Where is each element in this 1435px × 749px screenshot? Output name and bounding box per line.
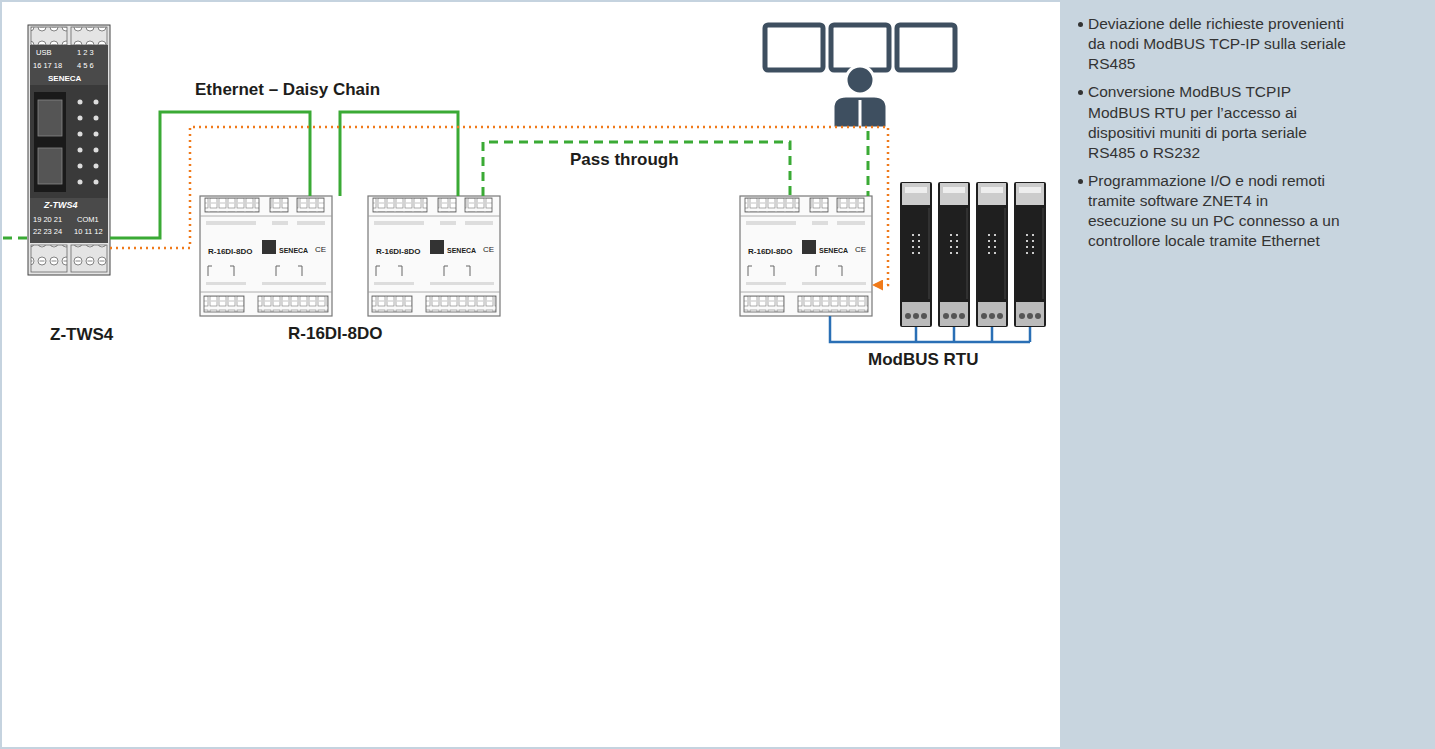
gateway-illustration-part: [71, 27, 107, 45]
slim-module: [1014, 182, 1046, 327]
gateway-illustration-part: [94, 116, 99, 121]
gateway-illustration-part: [31, 245, 67, 272]
terminal-label: 4 5 6: [77, 62, 94, 71]
gateway-illustration-part: [94, 148, 99, 153]
gateway-illustration-part: [78, 164, 83, 169]
io-module: R-16DI-8DO SENECA CE: [368, 196, 500, 316]
face-label: R-16DI-8DO: [208, 247, 252, 256]
rs485-bus: [830, 316, 1030, 342]
face-label: SENECA: [819, 247, 848, 255]
face-label: R-16DI-8DO: [376, 247, 420, 256]
connector: [110, 127, 888, 285]
io-module: R-16DI-8DO SENECA CE: [200, 196, 332, 316]
gateway-illustration-part: [38, 100, 62, 136]
slim-module: [976, 182, 1008, 327]
connector-label: Pass through: [568, 150, 681, 170]
bullet-text: Programmazione I/O e nodi remoti tramite…: [1088, 171, 1350, 252]
connector: [340, 112, 458, 196]
gateway-illustration-part: [30, 45, 108, 85]
network-label: Ethernet – Daisy Chain: [195, 80, 380, 100]
slim-module: [938, 182, 970, 327]
port-label: COM1: [77, 216, 99, 225]
connector: [483, 142, 790, 196]
slim-module: [900, 182, 932, 327]
terminal-label: 22 23 24: [33, 228, 62, 237]
face-label: CE: [315, 245, 326, 254]
io-module: R-16DI-8DO SENECA CE: [740, 196, 872, 316]
pc-operator-icon-part: [831, 25, 889, 70]
terminal-label: 19 20 21: [33, 216, 62, 225]
gateway-illustration-part: [30, 85, 108, 198]
gateway-illustration-part: [38, 148, 62, 184]
pc-operator-icon-part: [765, 25, 823, 70]
face-label: SENECA: [279, 247, 308, 255]
gateway-illustration-part: [28, 25, 110, 275]
face-label: R-16DI-8DO: [748, 247, 792, 256]
gateway-illustration-part: [78, 148, 83, 153]
pc-operator-icon-part: [846, 66, 874, 94]
brand-label: SENECA: [48, 74, 81, 83]
feature-panel: Deviazione delle richieste provenienti d…: [1060, 0, 1435, 749]
terminal-label: 1 2 3: [77, 49, 94, 58]
ethernet-link: [867, 131, 870, 196]
gateway-illustration-part: [94, 180, 99, 185]
gateway-illustration-part: [94, 164, 99, 169]
gateway-illustration-part: [78, 116, 83, 121]
pc-operator-icon-part: [859, 100, 862, 127]
bullet-text: Deviazione delle richieste provenienti d…: [1088, 14, 1350, 74]
gateway-illustration-part: [71, 245, 107, 272]
device-label: Z-TWS4: [50, 325, 113, 345]
pc-operator-icon-part: [833, 96, 887, 128]
gateway-illustration: [28, 25, 110, 275]
terminal-label: 10 11 12: [74, 228, 103, 237]
gateway-illustration-part: [78, 132, 83, 137]
terminal-label: 16 17 18: [33, 62, 62, 71]
module-illustration: [368, 196, 500, 316]
gateway-illustration-part: [30, 198, 108, 243]
ethernet-link: [3, 237, 28, 240]
pc-operator-icon-part: [897, 25, 955, 70]
gateway-illustration-part: [94, 132, 99, 137]
face-label: SENECA: [447, 247, 476, 255]
module-illustration: [740, 196, 872, 316]
gateway-illustration-part: [31, 27, 67, 45]
bus-label: ModBUS RTU: [868, 350, 978, 370]
gateway-illustration-part: [78, 180, 83, 185]
face-label: CE: [483, 245, 494, 254]
face-label: CE: [855, 245, 866, 254]
connector: [110, 112, 310, 238]
gateway-illustration-part: [78, 100, 83, 105]
bullet-text: Conversione ModBUS TCPIP ModBUS RTU per …: [1088, 82, 1350, 163]
module-illustration: [200, 196, 332, 316]
device-label: R-16DI-8DO: [288, 324, 382, 344]
gateway-illustration-part: [94, 100, 99, 105]
terminal-label: USB: [36, 49, 51, 58]
pc-operator-icon: [765, 25, 955, 128]
gateway-illustration-part: [34, 92, 66, 192]
model-label: Z-TWS4: [44, 200, 78, 210]
